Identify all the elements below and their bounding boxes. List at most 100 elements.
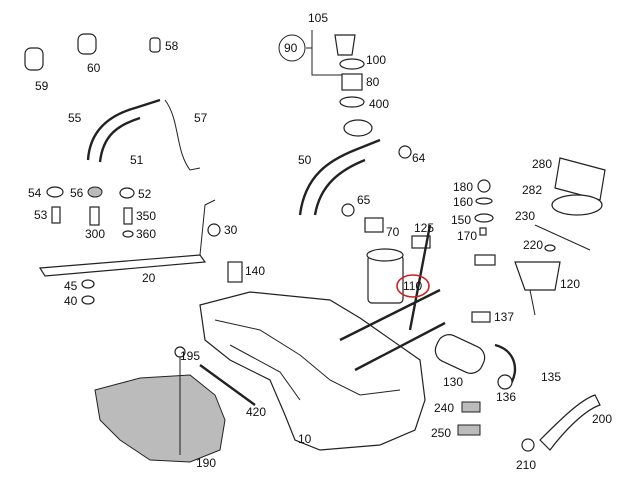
clamp-56 — [87, 186, 103, 198]
clip-58 — [149, 37, 161, 53]
bolt-head-195 — [174, 346, 186, 358]
callout: 136 — [496, 390, 516, 404]
clamp-59 — [24, 47, 44, 71]
callout: 40 — [64, 294, 78, 308]
callout: 54 — [28, 186, 42, 200]
highlight-circle-110 — [396, 274, 430, 298]
callout: 400 — [369, 97, 389, 111]
callout: 282 — [522, 183, 542, 197]
clamp-54 — [46, 186, 64, 198]
callout: 130 — [443, 375, 463, 389]
callout: 65 — [357, 193, 371, 207]
callout: 57 — [194, 111, 208, 125]
strap-arm — [199, 199, 216, 256]
pad-250 — [457, 424, 481, 436]
filler-cap-seal — [343, 119, 373, 137]
callout: 105 — [308, 11, 328, 25]
valve-140 — [227, 261, 243, 283]
hose-57 — [164, 99, 201, 171]
bolt-210 — [521, 438, 535, 452]
callout: 70 — [386, 225, 400, 239]
callout: 58 — [165, 39, 179, 53]
grommet-30 — [207, 223, 221, 237]
nut-180 — [477, 179, 491, 193]
callout: 10 — [298, 432, 312, 446]
fuel-line — [339, 224, 446, 372]
callout-labels: 105 90 100 80 400 58 59 60 55 57 51 50 6… — [28, 11, 612, 472]
callout: 230 — [515, 209, 535, 223]
connector — [474, 254, 496, 266]
callout: 20 — [142, 271, 156, 285]
fuel-tank — [199, 291, 426, 451]
bush-170 — [479, 227, 487, 236]
callout: 360 — [136, 227, 156, 241]
strip-420 — [199, 364, 256, 406]
tank-contour — [214, 319, 401, 401]
callout: 350 — [136, 209, 156, 223]
callout: 137 — [494, 310, 514, 324]
bracket-200 — [539, 394, 601, 451]
callout: 30 — [224, 223, 238, 237]
damper-137 — [471, 311, 491, 323]
callout: 180 — [453, 180, 473, 194]
callout: 125 — [414, 221, 434, 235]
tank-strap — [38, 254, 207, 277]
nut-45 — [81, 279, 95, 289]
ring-100 — [339, 58, 365, 70]
callout: 140 — [245, 264, 265, 278]
callout: 59 — [35, 79, 49, 93]
callout: 190 — [196, 456, 216, 470]
callout: 210 — [516, 458, 536, 472]
boot-part — [334, 34, 356, 56]
callout: 90 — [284, 41, 298, 55]
callout: 50 — [298, 153, 312, 167]
callout: 195 — [180, 349, 200, 363]
callout: 240 — [434, 401, 454, 415]
callout: 53 — [34, 208, 48, 222]
callout: 120 — [560, 277, 580, 291]
callout: 80 — [366, 75, 380, 89]
callout: 51 — [130, 153, 144, 167]
cap-360 — [122, 230, 134, 238]
pad-240 — [461, 401, 481, 413]
clamp-136 — [497, 374, 513, 390]
callout: 55 — [68, 111, 82, 125]
sleeve-300 — [89, 206, 100, 226]
gasket-230 — [534, 224, 591, 251]
group-bracket-90 — [306, 30, 342, 76]
seal-282 — [551, 194, 603, 216]
callout-circle-90 — [278, 34, 306, 62]
clamp-52 — [119, 187, 135, 199]
fuel-pump-module — [367, 254, 404, 304]
filler-neck — [298, 138, 381, 216]
grommet-150 — [474, 213, 494, 223]
sleeve-350 — [123, 207, 133, 225]
callout: 100 — [366, 53, 386, 67]
oring-220 — [544, 244, 556, 252]
callout: 160 — [453, 195, 473, 209]
fuel-sender — [514, 261, 561, 291]
adapter-80 — [341, 73, 363, 91]
filler-neck-51 — [86, 98, 161, 163]
washer-40 — [81, 295, 95, 305]
callout: 45 — [64, 279, 78, 293]
sleeve-53 — [51, 206, 61, 224]
callout: 52 — [138, 187, 152, 201]
locking-ring-280 — [554, 157, 606, 201]
callout: 280 — [532, 157, 552, 171]
seal-400 — [339, 96, 365, 108]
callout: 150 — [451, 213, 471, 227]
callout: 135 — [541, 370, 561, 384]
callout: 300 — [85, 227, 105, 241]
callout: 170 — [457, 229, 477, 243]
callout: 250 — [431, 426, 451, 440]
callout: 420 — [246, 405, 266, 419]
valve-70 — [364, 217, 384, 233]
heat-shield — [94, 374, 226, 463]
clamp-60 — [77, 33, 97, 55]
callout: 220 — [523, 238, 543, 252]
callout: 200 — [592, 412, 612, 426]
callout: 56 — [70, 186, 84, 200]
